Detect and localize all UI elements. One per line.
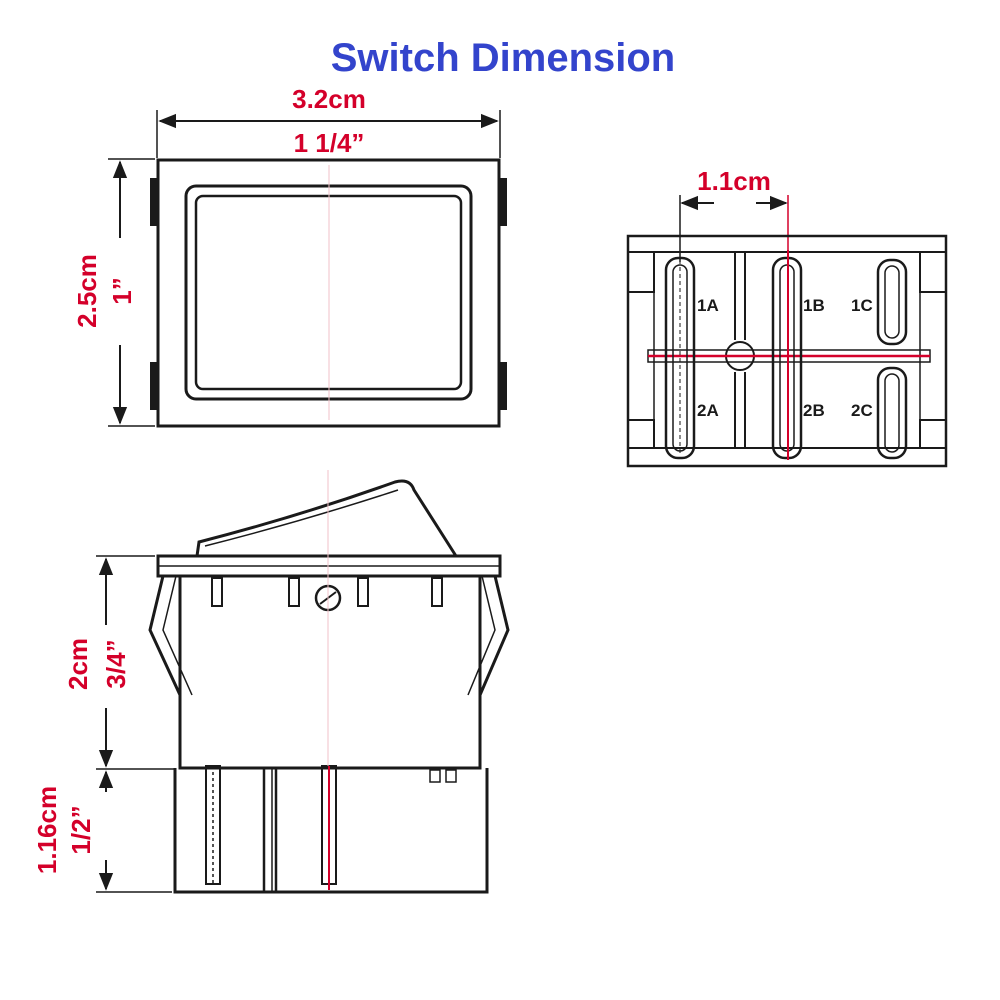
height-in-label: 1” (107, 277, 137, 304)
height-cm-label: 2.5cm (72, 254, 102, 328)
terminal-length-in-label: 1/2” (66, 805, 96, 854)
terminal-view (626, 195, 948, 468)
pin-pitch-label: 1.1cm (697, 166, 771, 196)
terminal-label-1b: 1B (803, 296, 825, 315)
width-cm-label: 3.2cm (292, 84, 366, 114)
terminal-pin-left (205, 765, 221, 885)
side-view (96, 470, 510, 894)
terminal-slot-a (664, 256, 696, 460)
terminal-slot-c-bottom (876, 366, 908, 460)
front-view (108, 110, 507, 428)
terminal-slot-c-top (876, 258, 908, 346)
page-title: Switch Dimension (331, 36, 676, 80)
terminal-label-2b: 2B (803, 401, 825, 420)
front-outer-body (156, 158, 501, 428)
side-main-body (178, 574, 482, 770)
terminal-label-2a: 2A (697, 401, 719, 420)
rocker-actuator (195, 479, 458, 557)
body-depth-in-label: 3/4” (101, 639, 131, 688)
terminal-housing (626, 234, 948, 468)
terminal-label-2c: 2C (851, 401, 873, 420)
terminal-label-1c: 1C (851, 296, 873, 315)
body-depth-cm-label: 2cm (63, 638, 93, 690)
width-in-label: 1 1/4” (294, 128, 365, 158)
terminal-label-1a: 1A (697, 296, 719, 315)
terminal-length-cm-label: 1.16cm (32, 786, 62, 874)
